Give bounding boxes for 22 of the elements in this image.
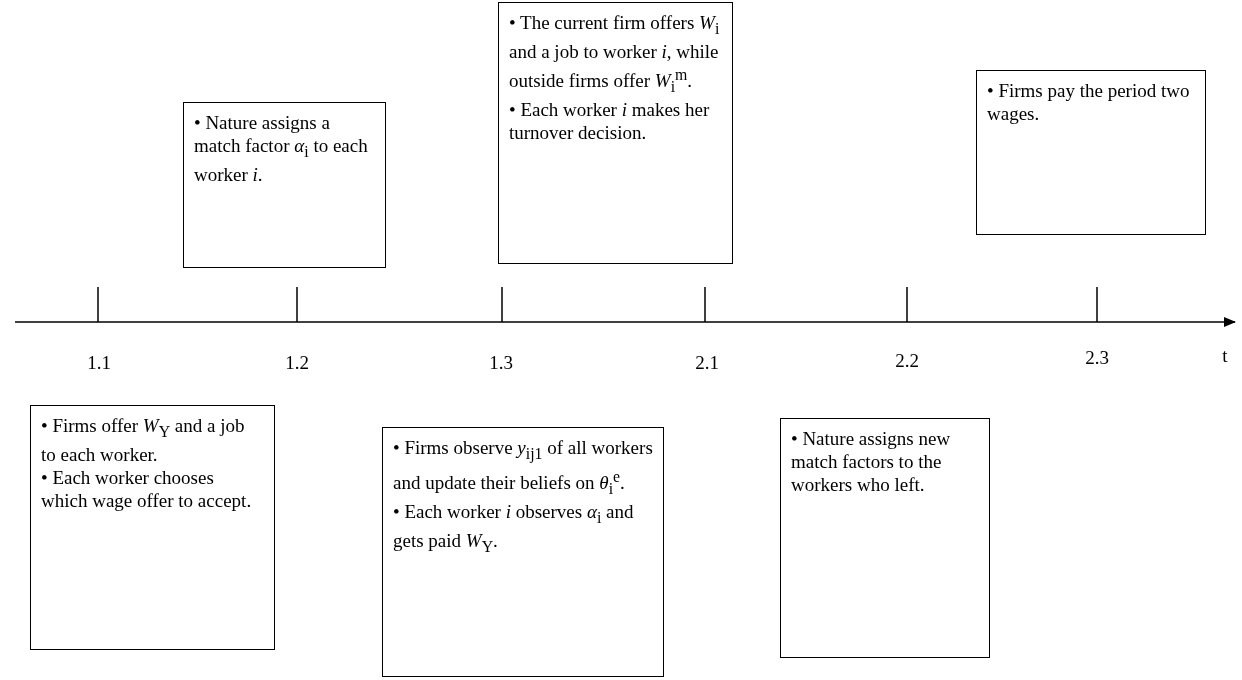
bullet-text: • Firms pay the period two wages.: [987, 79, 1191, 125]
tick-label: 2.2: [895, 350, 919, 372]
event-box: [382, 427, 664, 677]
event-box: [780, 418, 990, 658]
tick-label: 1.3: [489, 352, 513, 374]
tick-label: 2.3: [1085, 347, 1109, 369]
event-box: [183, 102, 386, 268]
bullet-text: • Nature assigns a match factor α$_{i}$ to each worker i.: [194, 111, 369, 186]
bullet-text: • Firms offer W$_{Y}$ and a job to each worker.: [41, 414, 246, 466]
bullet-text: • The current firm offers W$_{i}$ and a job to worker i, while outside firms offer W$_{i}$$^{m}$.: [509, 11, 721, 97]
tick-label: 1.2: [285, 352, 309, 374]
bullet-text: • Each worker i makes her turnover decision.: [509, 97, 711, 144]
tick-label: 2.1: [695, 352, 719, 374]
event-box: [976, 70, 1206, 235]
bullet-text: • Each worker chooses which wage offer to accept.: [41, 465, 253, 512]
bullet-text: • Firms observe y$_{ij1}$ of all workers and update their beliefs on θ$_{i}$$^{e}$.: [393, 436, 653, 499]
axis-label: t: [1222, 345, 1228, 367]
tick-label: 1.1: [87, 352, 111, 374]
bullet-text: • Nature assigns new match factors to the workers who left.: [791, 427, 952, 496]
event-box: [30, 405, 275, 650]
event-box: [498, 2, 733, 264]
bullet-text: • Each worker i observes α$_{i}$ and gets paid W$_{Y}$.: [393, 499, 635, 557]
